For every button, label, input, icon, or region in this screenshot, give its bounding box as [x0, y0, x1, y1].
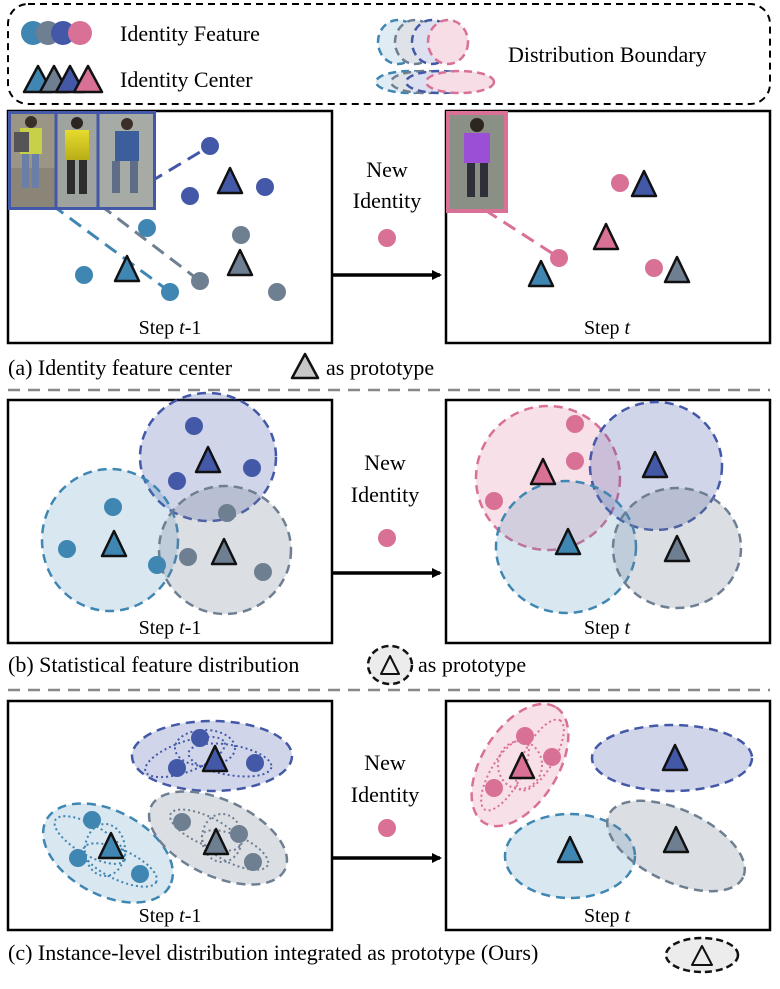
panel-a-right-connector — [484, 208, 559, 259]
legend: Identity Feature Identity Center Distrib… — [7, 3, 771, 105]
panel-c-left-step-label: Step t-1 — [139, 905, 202, 927]
legend-dot-pink — [68, 21, 92, 45]
legend-triangle-pink — [72, 64, 104, 94]
panel-b: Step t-1 New Identity Step t (b) Statist… — [6, 391, 772, 686]
panel-c-caption: (c) Instance-level distribution integrat… — [8, 940, 538, 965]
panel-b-left-step-label: Step t-1 — [139, 617, 202, 639]
panel-c-new-identity-line2: Identity — [351, 782, 419, 807]
panel-a-right-centers — [527, 169, 691, 288]
legend-boundary-label: Distribution Boundary — [508, 42, 707, 67]
panel-b-left-centers — [100, 445, 238, 566]
panel-c-right-pink-distribution — [470, 702, 570, 828]
person-image-new — [446, 111, 508, 213]
panel-b-right-step-label: Step t — [584, 617, 631, 639]
panel-c-left-box — [6, 699, 334, 932]
person-image-3 — [99, 114, 153, 207]
panel-b-new-identity-line2: Identity — [351, 482, 419, 507]
panel-a-right-step-label: Step t — [584, 317, 631, 339]
panel-b-right-centers — [529, 450, 691, 563]
legend-feature-dots — [21, 21, 92, 45]
panel-a-caption: (a) Identity feature center — [8, 355, 233, 380]
panel-c-right-centers — [556, 743, 690, 864]
panel-b-caption-triangle-icon — [380, 655, 400, 675]
panel-a: Step t-1 New Identity Step t — [6, 109, 772, 380]
panel-b-caption: (b) Statistical feature distribution — [8, 652, 299, 677]
panel-b-right-features — [485, 415, 584, 510]
panel-c-right-step-label: Step t — [584, 905, 631, 927]
person-image-2 — [57, 114, 97, 207]
panel-c-new-identity-line1: New — [364, 750, 406, 775]
panel-c-new-identity-dot — [378, 819, 396, 837]
legend-circle-boundaries — [376, 18, 470, 66]
panel-c-left-gray-distribution — [147, 790, 289, 886]
panel-a-caption-triangle-icon — [290, 352, 320, 380]
panel-a-new-identity-line2: Identity — [353, 188, 421, 213]
panel-a-person-images — [8, 111, 156, 210]
panel-a-right-features — [550, 174, 663, 277]
panel-c-left-dark-blue-distribution — [130, 719, 294, 793]
panel-a-new-identity-line1: New — [366, 157, 408, 182]
panel-b-left-box — [6, 398, 334, 645]
panel-b-right-distributions — [474, 400, 743, 615]
legend-ellipse-boundaries — [374, 69, 496, 95]
panel-a-new-identity-dot — [378, 229, 396, 247]
panel-a-caption-suffix: as prototype — [326, 355, 434, 380]
panel-c-left-light-blue-distribution — [41, 802, 175, 904]
legend-feature-label: Identity Feature — [120, 21, 260, 46]
panel-a-left-centers — [113, 166, 254, 283]
panel-b-new-identity-line1: New — [364, 450, 406, 475]
panel-b-caption-suffix: as prototype — [418, 652, 526, 677]
panel-c-caption-distribution-icon — [664, 936, 740, 974]
legend-center-label: Identity Center — [120, 67, 253, 92]
legend-center-triangles — [22, 64, 104, 94]
panel-a-left-features — [75, 137, 286, 301]
legend-box — [7, 3, 771, 105]
panel-b-new-identity-dot — [378, 529, 396, 547]
panel-a-left-connectors — [51, 144, 211, 294]
panel-b-left-features — [58, 417, 272, 581]
person-image-1 — [11, 114, 55, 207]
legend-dot-dark-blue — [51, 21, 75, 45]
panel-c: Step t-1 New Identity — [6, 699, 772, 974]
panel-a-left-step-label: Step t-1 — [139, 317, 202, 339]
